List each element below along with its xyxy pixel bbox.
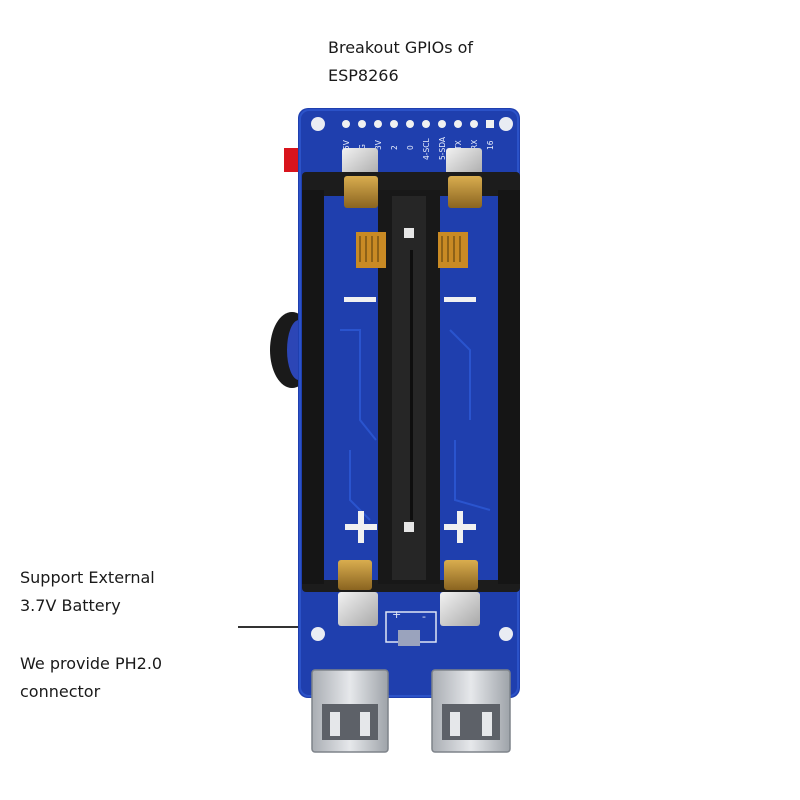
mount-hole bbox=[311, 117, 325, 131]
minus-mark-left bbox=[344, 297, 376, 302]
gpio-annotation: Breakout GPIOs of ESP8266 bbox=[328, 34, 473, 90]
gpio-silkscreen-labels: 5V G 3V 2 0 4-SCL 5-SDA TX RX 16 bbox=[342, 136, 495, 160]
pin-label: 2 bbox=[390, 145, 399, 150]
pin-label: G bbox=[358, 144, 367, 150]
solder-pad bbox=[446, 148, 482, 178]
minus-mark-right bbox=[444, 297, 476, 302]
pin-label: 0 bbox=[406, 145, 415, 150]
terminal-top-right bbox=[448, 176, 482, 208]
connector-annotation-line1: We provide PH2.0 bbox=[20, 654, 163, 673]
connector-annotation: We provide PH2.0 connector bbox=[20, 650, 162, 706]
solder-pad bbox=[338, 592, 378, 626]
pin-label: TX bbox=[454, 140, 463, 151]
plus-mark-right bbox=[444, 511, 476, 543]
mount-hole bbox=[499, 627, 513, 641]
pin-plus-label: + bbox=[392, 608, 401, 621]
gpio-header bbox=[342, 120, 494, 128]
solder-pad bbox=[342, 148, 378, 178]
terminal-bottom-left bbox=[338, 560, 372, 590]
battery-annotation-line1: Support External bbox=[20, 568, 155, 587]
gpio-annotation-line1: Breakout GPIOs of bbox=[328, 38, 474, 57]
terminal-bottom-right bbox=[444, 560, 478, 590]
usb-port-right bbox=[431, 669, 511, 753]
plus-mark-left bbox=[345, 511, 377, 543]
mount-hole bbox=[311, 627, 325, 641]
pin-label: 4-SCL bbox=[422, 138, 431, 160]
battery-annotation: Support External 3.7V Battery bbox=[20, 564, 155, 620]
pin-minus-label: - bbox=[422, 610, 426, 623]
pin-label: 5V bbox=[342, 139, 351, 150]
pin-label: 5-SDA bbox=[438, 136, 447, 160]
pin-label: 3V bbox=[374, 139, 383, 150]
connector-annotation-line2: connector bbox=[20, 682, 101, 701]
flex-cable-right bbox=[438, 232, 468, 268]
flex-cable-left bbox=[356, 232, 386, 268]
usb-port-left bbox=[311, 669, 389, 753]
terminal-top-left bbox=[344, 176, 378, 208]
pin-label: 16 bbox=[486, 140, 495, 150]
pin-label: RX bbox=[470, 140, 479, 150]
gpio-annotation-line2: ESP8266 bbox=[328, 66, 399, 85]
solder-pad bbox=[440, 592, 480, 626]
mount-hole bbox=[499, 117, 513, 131]
battery-annotation-line2: 3.7V Battery bbox=[20, 596, 121, 615]
